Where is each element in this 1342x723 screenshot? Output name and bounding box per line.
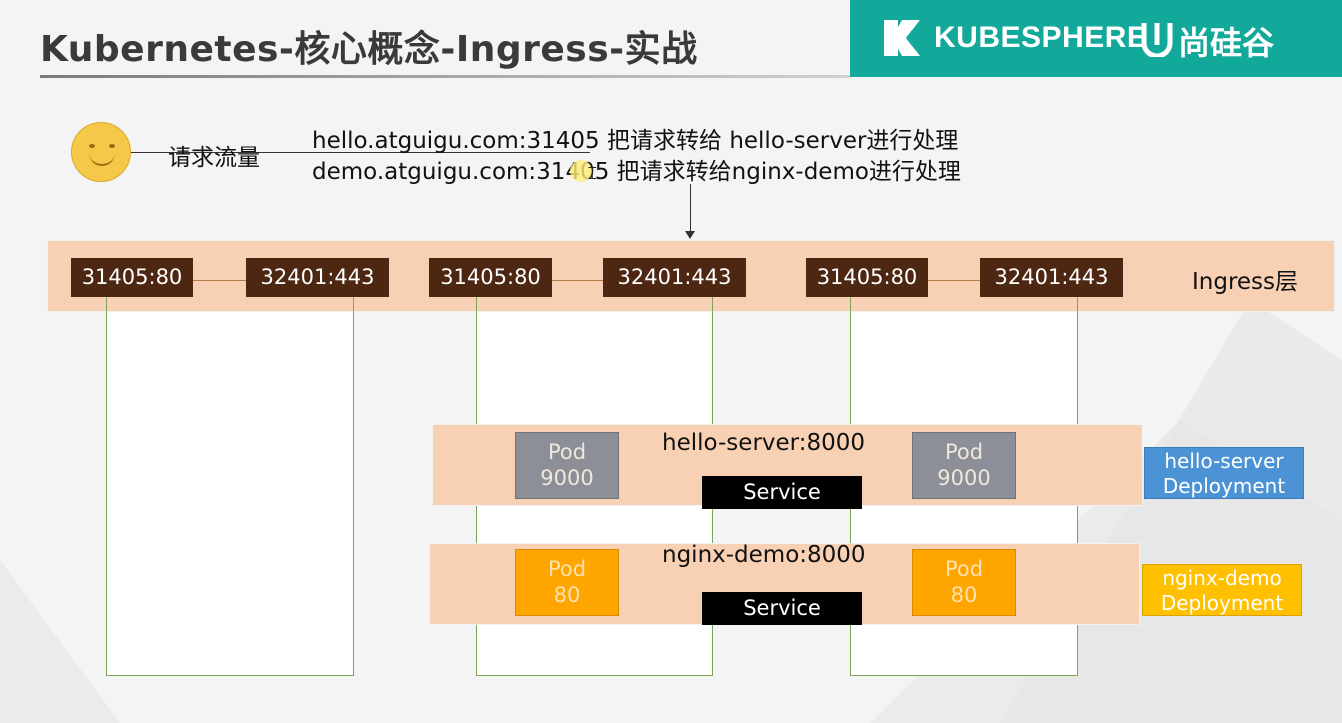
kubesphere-wordmark: KUBESPHERE [934,21,1148,54]
pod-label: Pod [547,557,587,581]
pod-port: 9000 [540,466,594,490]
nginx-pod-1: Pod 80 [515,549,619,616]
node-2-left-edge [476,297,477,313]
node-1-https-port: 32401:443 [246,258,389,297]
pod-label: Pod [944,557,984,581]
ingress-layer-label: Ingress层 [1192,269,1299,295]
hello-server-service-name: hello-server:8000 [662,430,865,456]
node-1-left-edge [106,297,107,313]
text-cursor-icon: 𝙸 [586,163,599,184]
worker-node-1 [106,312,354,676]
node-3-right-edge [1077,297,1078,313]
routing-rule-hello: hello.atguigu.com:31405 把请求转给 hello-serv… [312,128,959,154]
smiley-mouth [89,151,115,166]
deployment-name: hello-server [1164,449,1284,473]
hello-pod-2: Pod 9000 [912,432,1016,499]
nginx-pod-2: Pod 80 [912,549,1016,616]
node-2-http-port: 31405:80 [429,258,552,297]
pod-port: 9000 [937,466,991,490]
routing-rule-demo: demo.atguigu.com:31405 把请求转给nginx-demo进行… [312,159,961,185]
node-1-http-port: 31405:80 [71,258,193,297]
atguigu-wordmark: 尚硅谷 [1178,25,1275,61]
ingress-arrow-line [690,184,691,232]
node-3-https-port: 32401:443 [980,258,1123,297]
nginx-demo-deployment-label: nginx-demo Deployment [1142,564,1302,616]
hello-server-service-box: Service [702,476,862,509]
node-1-right-edge [353,297,354,313]
brand-banner: KUBESPHERE 尚硅谷 [850,0,1342,77]
nginx-demo-service-box: Service [702,592,862,625]
atguigu-logo-icon [1141,23,1173,57]
request-flow-line [131,152,590,153]
kubesphere-logo-icon [884,20,920,56]
node-2-https-port: 32401:443 [603,258,746,297]
title-underline [40,75,850,78]
pod-label: Pod [944,440,984,464]
port-link-node-1 [193,280,246,281]
port-link-node-3 [928,280,980,281]
smiley-left-eye [89,144,95,148]
node-3-http-port: 31405:80 [806,258,928,297]
deployment-kind: Deployment [1162,474,1286,498]
page-title: Kubernetes-核心概念-Ingress-实战 [40,29,698,70]
smiley-right-eye [109,144,115,148]
port-link-node-2 [552,280,603,281]
node-2-right-edge [712,297,713,313]
deployment-kind: Deployment [1160,591,1284,615]
node-3-left-edge [850,297,851,313]
deployment-name: nginx-demo [1162,566,1282,590]
pod-port: 80 [950,583,978,607]
pod-port: 80 [553,583,581,607]
pod-label: Pod [547,440,587,464]
ingress-arrow-head-icon [685,231,695,239]
user-smiley-icon [71,122,131,182]
hello-server-deployment-label: hello-server Deployment [1144,447,1304,499]
request-traffic-label: 请求流量 [168,145,260,171]
hello-pod-1: Pod 9000 [515,432,619,499]
nginx-demo-service-name: nginx-demo:8000 [662,542,866,568]
cursor-highlight [570,160,592,182]
